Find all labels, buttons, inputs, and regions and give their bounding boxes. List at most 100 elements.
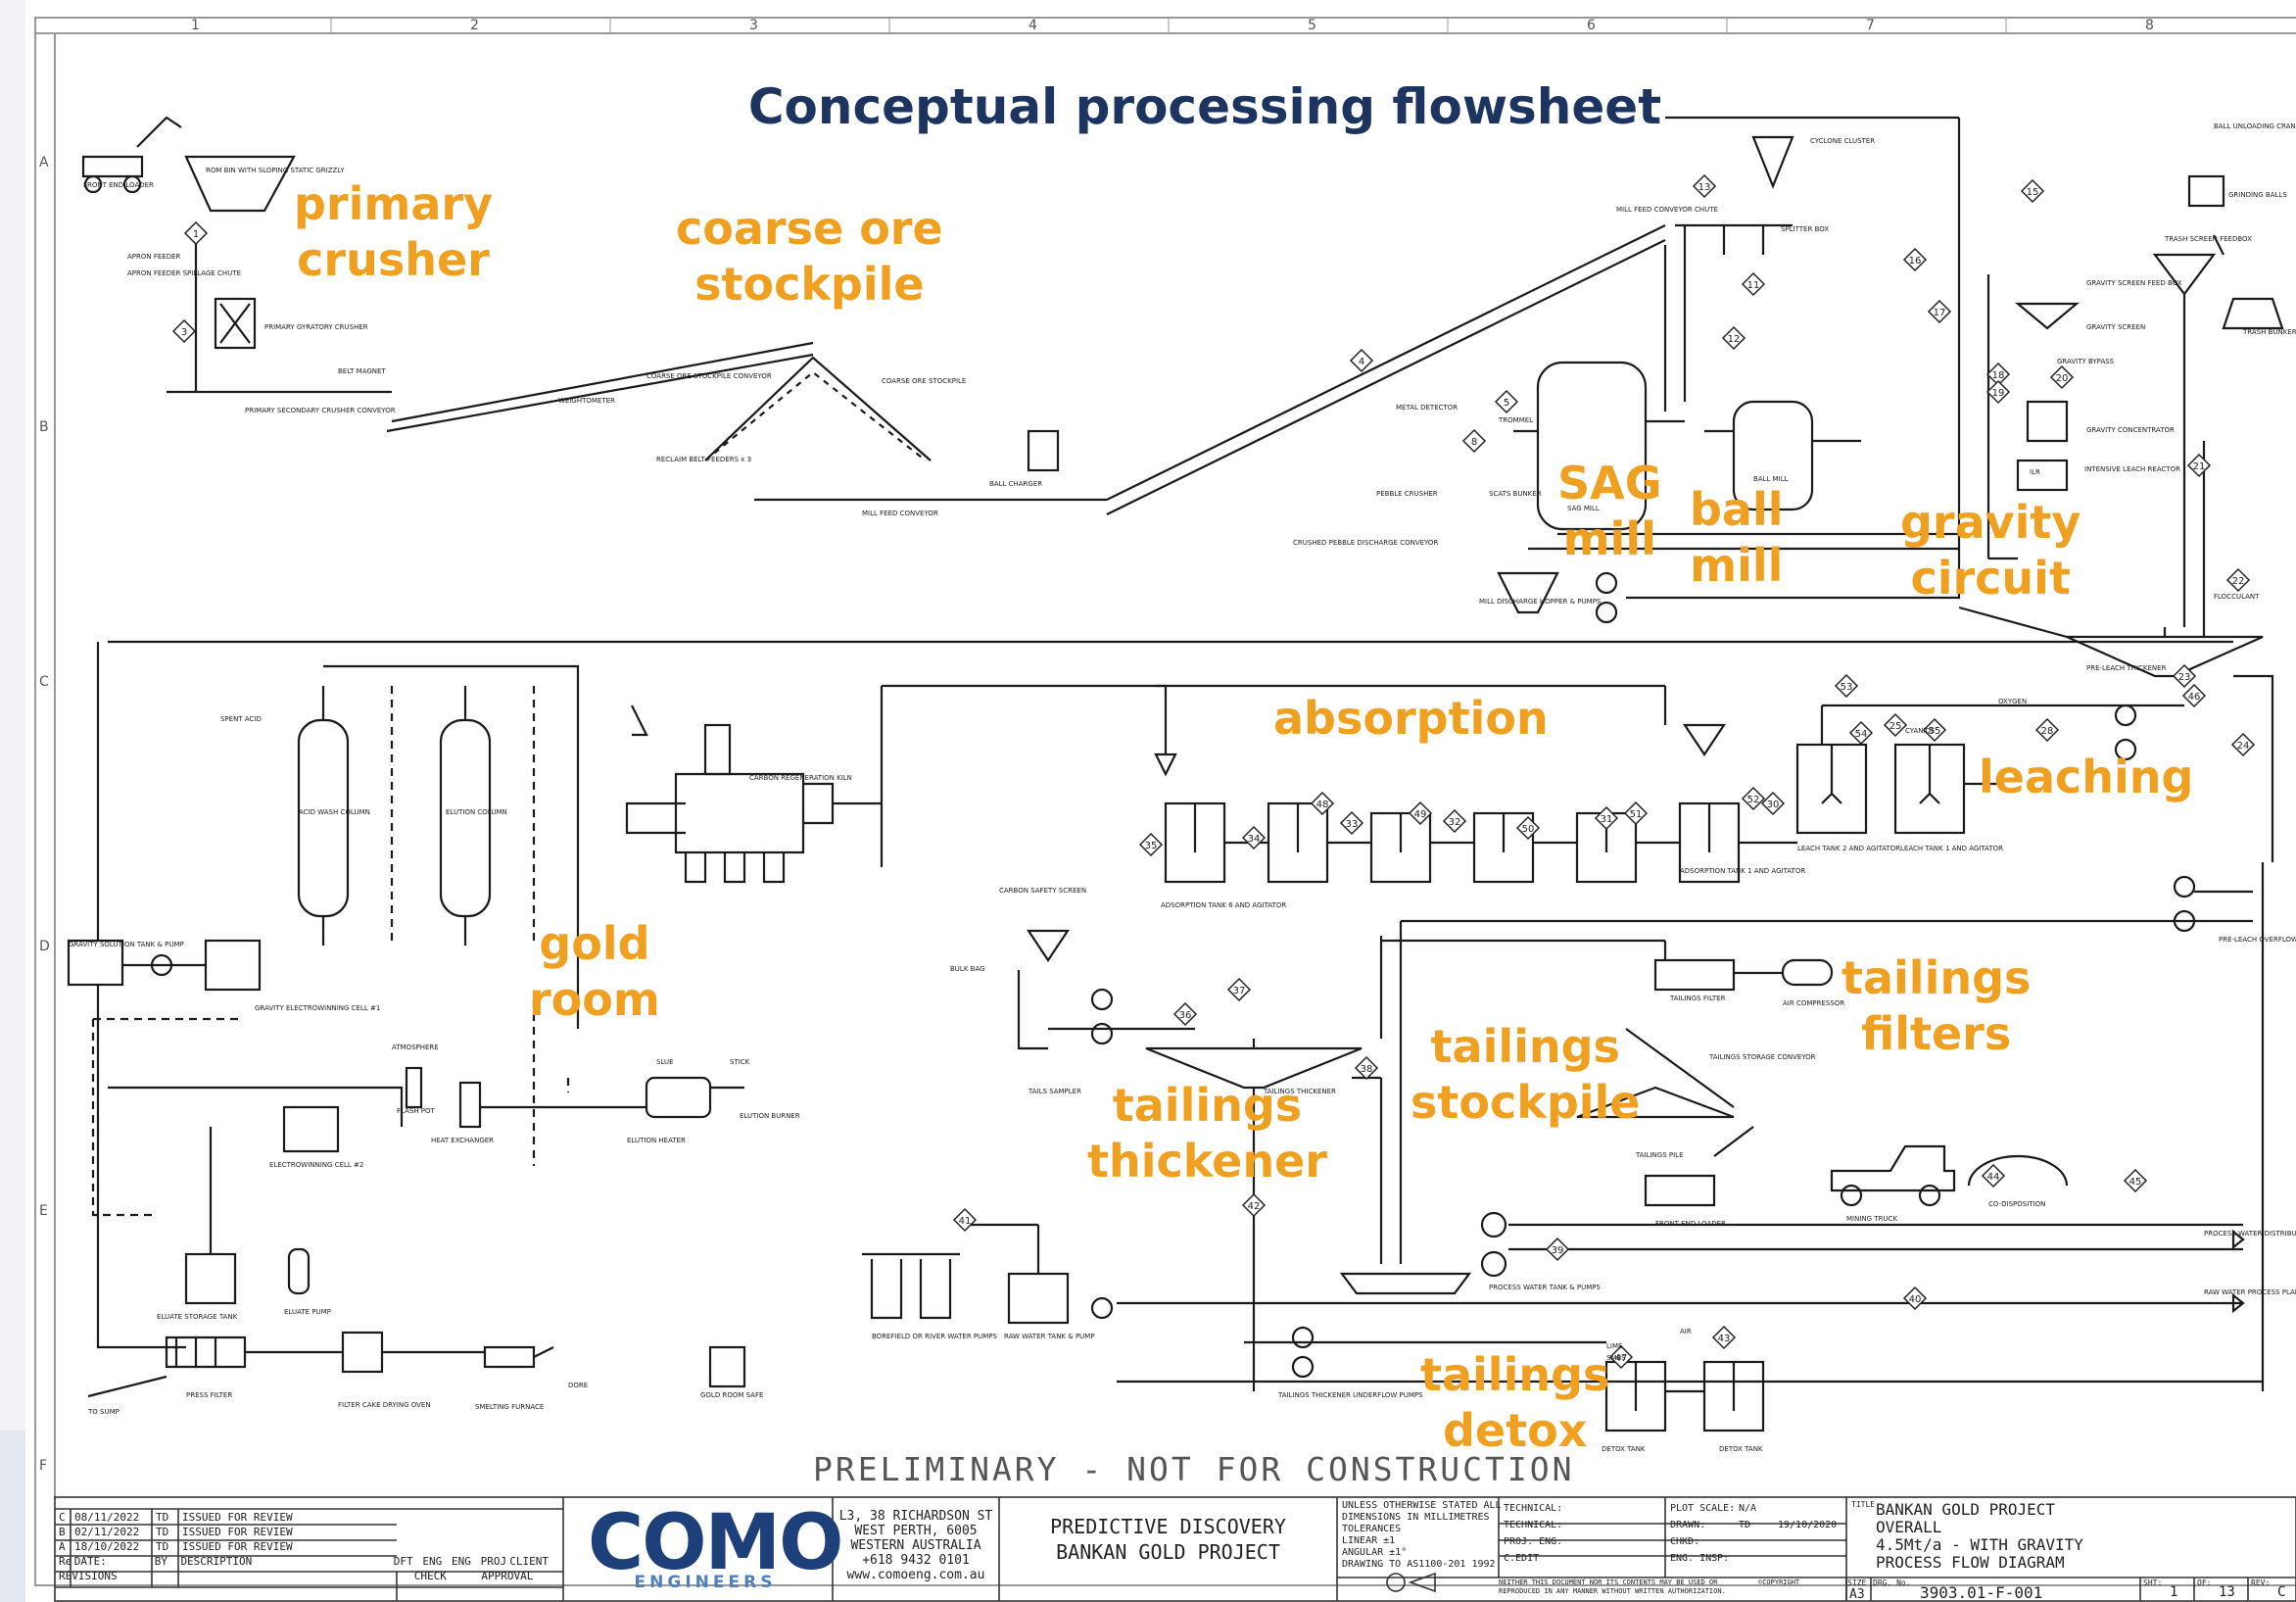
stream-number: 19 (1992, 388, 2005, 399)
tolerance-line: UNLESS OTHERWISE STATED ALL (1342, 1500, 1502, 1511)
area-label-line: coarse ore (676, 202, 943, 255)
left-margin-strip (0, 0, 25, 1602)
mill-discharge-pump (1595, 571, 1618, 595)
equipment-label-pebble-crusher: PEBBLE CRUSHER (1376, 490, 1438, 498)
copyright-note: NEITHER THIS DOCUMENT NOR ITS CONTENTS M… (1499, 1578, 1726, 1595)
sheet-of: 13 (2219, 1584, 2235, 1600)
equipment-label-rom-bin: ROM BIN WITH SLOPING STATIC GRIZZLY (206, 167, 345, 174)
drawing-number: 3903.01-F-001 (1920, 1583, 2043, 1602)
eluate-tank (184, 1252, 237, 1305)
stream-marker: 55 (1922, 717, 1947, 743)
filter-cake-oven (341, 1331, 384, 1374)
equipment-label-pre-leach-overflow: PRE-LEACH OVERFLOW TANK & PUMP (2219, 936, 2296, 944)
stream-marker: 32 (1442, 808, 1467, 834)
equipment-label-air: AIR (1680, 1328, 1692, 1335)
sheet-number: 1 (2170, 1584, 2178, 1600)
stream-number: 36 (1179, 1010, 1192, 1021)
equipment-label-spent-acid: SPENT ACID (220, 715, 262, 723)
equipment-label-slue: SLUE (656, 1058, 674, 1066)
area-label-line: crusher (297, 233, 490, 286)
equipment-label-adsorption-tank-6: ADSORPTION TANK 6 AND AGITATOR (1161, 901, 1287, 909)
area-label-line: circuit (1910, 552, 2071, 605)
stream-marker: 1 (183, 220, 209, 246)
stream-number: 54 (1855, 729, 1868, 740)
equipment-label-trash-bunker: TRASH BUNKER (2243, 328, 2296, 336)
revision-date: 18/10/2022 (74, 1540, 140, 1553)
tolerance-line: DIMENSIONS IN MILLIMETRES (1342, 1512, 1490, 1523)
stream-marker: 8 (1461, 428, 1487, 454)
stream-marker: 28 (2034, 717, 2060, 743)
equipment-label-gravity-feed-box: GRAVITY SCREEN FEED BOX (2086, 279, 2182, 287)
stream-number: 24 (2237, 741, 2250, 752)
stream-number: 13 (1698, 182, 1711, 193)
stream-marker: 37 (1226, 977, 1252, 1002)
gravity-concentrator (2026, 400, 2069, 443)
stream-marker: 25 (1883, 712, 1908, 738)
stream-number: 4 (1359, 357, 1364, 367)
equipment-label-scats-bunker: SCATS BUNKER (1489, 490, 1542, 498)
stream-number: 48 (1316, 800, 1329, 810)
air-compressor (1781, 958, 1834, 987)
equipment-label-press-filter: PRESS FILTER (186, 1391, 233, 1399)
equipment-label-gravity-bypass: GRAVITY BYPASS (2057, 358, 2115, 365)
grid-column-2: 2 (470, 18, 479, 33)
equipment-label-stick: STICK (730, 1058, 750, 1066)
equipment-label-oxygen: OXYGEN (1998, 698, 2028, 705)
stream-number: 1 (193, 229, 199, 240)
equipment-label-weightometer: WEIGHTOMETER (558, 397, 615, 405)
tailings-pad (1339, 1272, 1472, 1295)
stream-number: 44 (1987, 1172, 2000, 1183)
elution-heater (645, 1076, 712, 1119)
stream-marker: 15 (2020, 178, 2045, 204)
gravity-screen (2014, 302, 2081, 330)
stream-marker: 51 (1623, 801, 1649, 826)
equipment-label-bulk-bag: BULK BAG (950, 965, 985, 973)
stream-number: 8 (1471, 437, 1477, 448)
equipment-label-solution-tank: GRAVITY SOLUTION TANK & PUMP (69, 941, 184, 948)
drawing-title-line: 4.5Mt/a - WITH GRAVITY (1876, 1535, 2083, 1554)
area-label-line: tailings (1430, 1020, 1620, 1073)
drawing-title-line: OVERALL (1876, 1518, 1942, 1536)
equipment-label-leach-tank-2: LEACH TANK 2 AND AGITATOR (1797, 845, 1901, 852)
stream-number: 50 (1522, 824, 1535, 835)
stream-number: 38 (1361, 1064, 1373, 1075)
equipment-label-elution-heater: ELUTION HEATER (627, 1137, 686, 1144)
equipment-label-lime: LIME (1606, 1342, 1623, 1350)
plot-scale-label: PLOT SCALE: (1670, 1503, 1736, 1514)
equipment-label-reclaim-feeders: RECLAIM BELT FEEDERS x 3 (656, 456, 752, 463)
ball-mill-body (1732, 400, 1814, 511)
grid-row-A: A (39, 155, 49, 170)
equipment-label-discharge-hopper: MILL DISCHARGE HOPPER & PUMPS (1479, 598, 1602, 606)
size-value: A3 (1849, 1587, 1865, 1602)
stream-marker: 21 (2186, 453, 2212, 478)
stream-number: 32 (1449, 817, 1461, 828)
stream-number: 22 (2232, 576, 2245, 587)
stream-number: 30 (1767, 800, 1780, 810)
eluate-pump (287, 1247, 311, 1295)
address-link[interactable]: www.comoeng.com.au (846, 1568, 985, 1582)
solution-tank (67, 939, 124, 987)
equipment-label-co-disposal: CO-DISPOSITION (1988, 1200, 2046, 1208)
electrowinning-cell-2 (282, 1105, 340, 1153)
equipment-label-coarse-ore-stockpile: COARSE ORE STOCKPILE (882, 377, 967, 385)
coarse-ore-stockpile (704, 356, 932, 461)
equipment-label-smelting-furnace: SMELTING FURNACE (475, 1403, 545, 1411)
equipment-label-gravity-concentrator: GRAVITY CONCENTRATOR (2086, 426, 2175, 434)
heat-exchanger (458, 1081, 482, 1129)
equipment-label-gold-room-safe: GOLD ROOM SAFE (700, 1391, 764, 1399)
tech-label: TECHNICAL: (1504, 1520, 1563, 1530)
stream-marker: 49 (1408, 801, 1433, 826)
stream-number: 31 (1601, 814, 1613, 825)
equipment-label-carbon-safety-screen: CARBON SAFETY SCREEN (999, 887, 1087, 895)
approval-label: APPROVAL (481, 1570, 534, 1582)
area-label-line: tailings (1420, 1348, 1610, 1401)
equipment-label-gravity-screen: GRAVITY SCREEN (2086, 323, 2146, 331)
area-label-line: tailings (1112, 1079, 1303, 1132)
drawing-number-label: DRG. No. (1873, 1578, 1911, 1587)
equipment-label-elution-column: ELUTION COLUMN (446, 808, 507, 816)
stream-number: 45 (2129, 1177, 2142, 1188)
equipment-label-eluate-pump: ELUATE PUMP (284, 1308, 331, 1316)
